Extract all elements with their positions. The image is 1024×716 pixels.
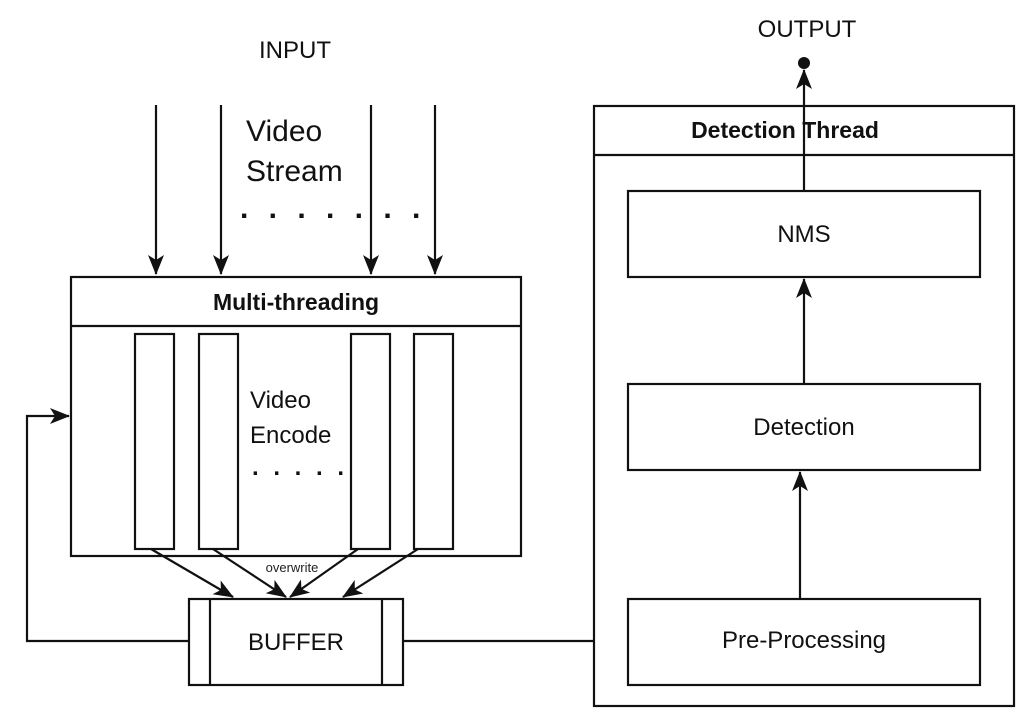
multithreading-title: Multi-threading — [213, 289, 379, 315]
overwrite-label: overwrite — [266, 560, 319, 575]
input-arrows — [148, 105, 443, 275]
encoder-lane-4 — [412, 332, 455, 551]
video-stream-label-2: Stream — [246, 155, 343, 188]
output-label: OUTPUT — [758, 16, 857, 43]
stage-nms-label: NMS — [777, 221, 830, 248]
detection-thread-container: Detection Thread NMS Detection Pre-Proce… — [592, 104, 1016, 708]
buffer-node: BUFFER — [187, 597, 405, 687]
video-encode-ellipsis: . . . . . — [252, 454, 348, 481]
stage-detection-label: Detection — [753, 414, 854, 441]
multithreading-container: Multi-threading Video Encode . . . . . — [69, 275, 523, 558]
buffer-label: BUFFER — [248, 629, 344, 656]
feedback-arrow — [25, 408, 189, 643]
input-label: INPUT — [259, 37, 331, 64]
detection-thread-title: Detection Thread — [691, 117, 879, 143]
encoder-lane-2 — [197, 332, 240, 551]
overwrite-arrow-3 — [289, 548, 359, 598]
video-encode-label-2: Encode — [250, 422, 331, 449]
overwrite-arrows — [150, 548, 419, 598]
output-terminal-dot — [798, 57, 810, 69]
overwrite-arrow-4 — [342, 548, 419, 598]
video-stream-ellipsis: . . . . . . . — [240, 192, 426, 225]
encoder-lane-1 — [133, 332, 176, 551]
stage-preprocessing — [626, 597, 982, 687]
stage-preprocessing-label: Pre-Processing — [722, 627, 886, 654]
stage-nms — [626, 189, 982, 279]
overwrite-arrow-1 — [150, 548, 234, 598]
encoder-lane-3 — [349, 332, 392, 551]
overwrite-arrow-2 — [212, 548, 287, 598]
video-encode-label-1: Video — [250, 387, 311, 414]
video-stream-label-1: Video — [246, 115, 322, 148]
stage-detection — [626, 382, 982, 472]
